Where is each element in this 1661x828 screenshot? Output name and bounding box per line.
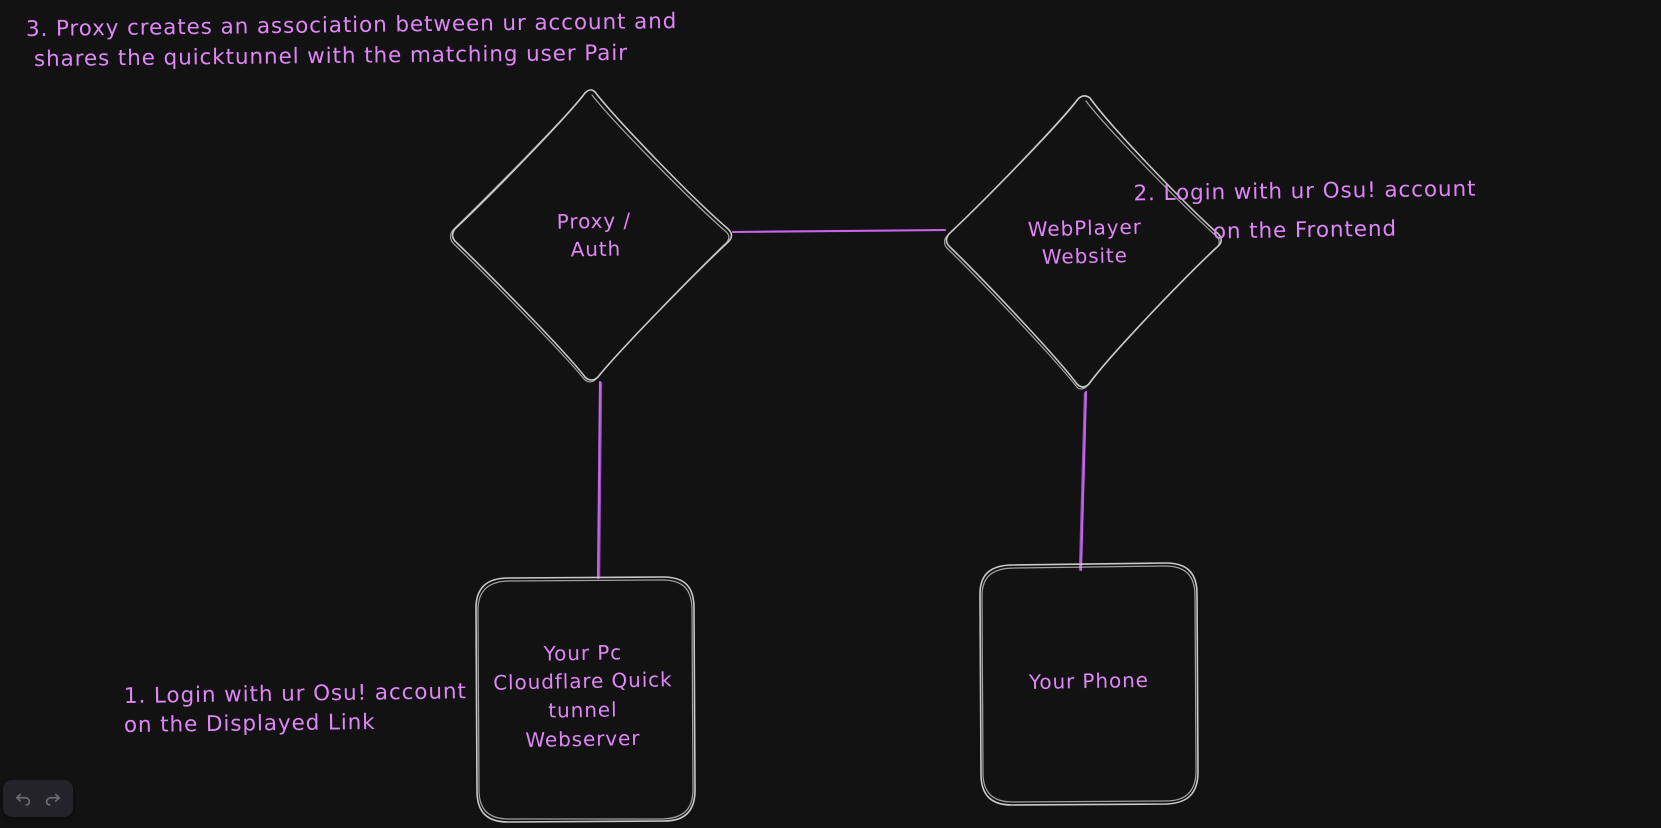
note-1-line-1: on the Displayed Link [124, 710, 376, 738]
connector-webplayer-to-your-phone[interactable] [1078, 390, 1088, 572]
node-webplayer-website-label-line-0: WebPlayer [1028, 215, 1143, 242]
node-proxy-auth-label-line-1: Auth [570, 237, 621, 262]
note-3-line-0: 3. Proxy creates an association between … [26, 9, 678, 42]
node-webplayer-website[interactable]: WebPlayer Website [943, 95, 1223, 390]
node-proxy-auth-label-line-0: Proxy / [557, 208, 632, 234]
note-3[interactable]: 3. Proxy creates an association between … [26, 9, 678, 72]
node-your-pc-label-line-0: Your Pc [542, 640, 622, 665]
node-your-pc-label-line-2: tunnel [548, 697, 618, 722]
note-3-line-1: shares the quicktunnel with the matching… [34, 41, 628, 72]
node-your-pc-label-line-1: Cloudflare Quick [493, 667, 673, 694]
node-your-phone[interactable]: Your Phone [979, 562, 1199, 806]
connector-proxy-to-your-pc[interactable] [596, 380, 603, 580]
redo-button[interactable] [39, 785, 67, 813]
note-2-line-1: on the Frontend [1213, 217, 1397, 245]
note-1[interactable]: 1. Login with ur Osu! account on the Dis… [124, 679, 467, 738]
node-your-pc-label-line-3: Webserver [525, 726, 640, 752]
node-your-phone-label-line-0: Your Phone [1028, 668, 1149, 694]
node-your-pc[interactable]: Your Pc Cloudflare Quick tunnel Webserve… [475, 576, 696, 823]
note-1-line-0: 1. Login with ur Osu! account [124, 679, 467, 709]
note-2[interactable]: 2. Login with ur Osu! account on the Fro… [1133, 177, 1476, 245]
node-webplayer-website-label-line-1: Website [1042, 243, 1129, 269]
connector-proxy-to-webplayer[interactable] [731, 228, 947, 234]
undo-arrow-icon [14, 790, 32, 808]
redo-arrow-icon [44, 790, 62, 808]
node-proxy-auth[interactable]: Proxy / Auth [449, 89, 733, 383]
note-2-line-0: 2. Login with ur Osu! account [1133, 177, 1476, 207]
undo-button[interactable] [9, 785, 37, 813]
history-toolbar [3, 780, 73, 817]
